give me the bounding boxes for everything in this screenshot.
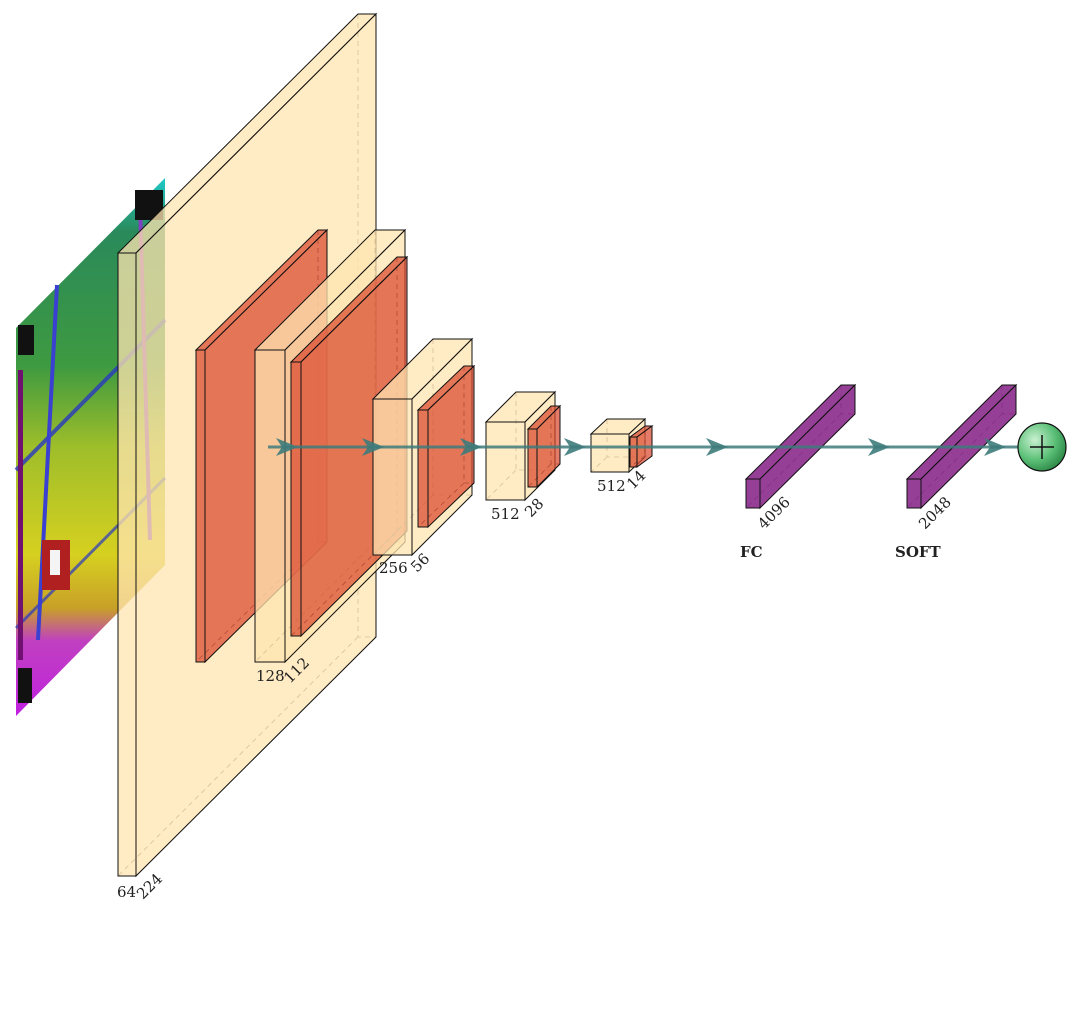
arrow-head-icon-0 <box>276 438 298 456</box>
arrow-head-icon-5 <box>868 438 890 456</box>
caption-soft: SOFT <box>895 543 942 561</box>
caption-fc: FC <box>740 543 763 561</box>
arrow-head-icon-3 <box>564 438 586 456</box>
label-conv4-channels: 512 <box>491 505 520 523</box>
label-conv2-channels: 128 <box>256 667 285 685</box>
arrow-head-icon-6 <box>984 438 1006 456</box>
arrow-head-icon-4 <box>706 438 728 456</box>
arrow-head-icon-1 <box>362 438 384 456</box>
connection-arrows <box>268 438 1018 456</box>
arrow-head-icon-2 <box>460 438 482 456</box>
label-conv3-channels: 256 <box>379 559 408 577</box>
label-conv1-channels: 64 <box>117 883 136 901</box>
sum-node <box>1017 422 1067 472</box>
label-conv1-size: 224 <box>133 870 166 903</box>
label-conv5-channels: 512 <box>597 477 626 495</box>
